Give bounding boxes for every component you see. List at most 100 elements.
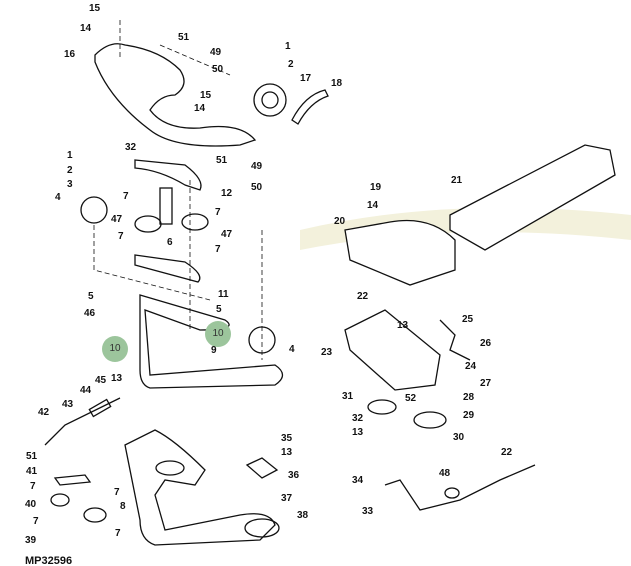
belt-guide-18: [291, 89, 329, 125]
callout-number: 7: [114, 487, 120, 498]
nut-48: [444, 487, 460, 499]
callout-number: 38: [297, 510, 309, 521]
callout-number: 14: [367, 200, 379, 211]
callout-number: 7: [33, 516, 39, 527]
callout-number: 20: [334, 216, 346, 227]
callout-number: 7: [215, 207, 221, 218]
callout-number: 3: [67, 179, 73, 190]
cover-21: [449, 144, 616, 251]
idler-bracket: [134, 159, 202, 191]
callout-number: 5: [216, 304, 222, 315]
callout-number: 49: [251, 161, 263, 172]
callout-number: 18: [331, 78, 343, 89]
callout-number: 17: [300, 73, 312, 84]
callout-number: 7: [215, 244, 221, 255]
callout-number: 7: [118, 231, 124, 242]
callout-number: 15: [89, 3, 101, 14]
deck-bracket: [124, 429, 276, 546]
spring-44: [88, 398, 112, 418]
pulley-38: [244, 518, 280, 538]
callout-number: 1: [67, 150, 73, 161]
callout-number: 16: [64, 49, 76, 60]
callout-number: 22: [357, 291, 369, 302]
arm-41: [53, 474, 92, 486]
callout-number: 51: [178, 32, 190, 43]
callout-number: 4: [289, 344, 295, 355]
lower-bracket-11: [134, 254, 201, 283]
callout-highlighted: 10: [205, 321, 231, 347]
callout-number: 37: [281, 493, 293, 504]
callout-number: 27: [480, 378, 492, 389]
callout-number: 32: [125, 142, 137, 153]
callout-number: 47: [111, 214, 123, 225]
callout-number: 21: [451, 175, 463, 186]
callout-number: 24: [465, 361, 477, 372]
callout-number: 6: [167, 237, 173, 248]
callout-number: 39: [25, 535, 37, 546]
callout-number: 25: [462, 314, 474, 325]
callout-number: 26: [480, 338, 492, 349]
callout-number: 7: [115, 528, 121, 539]
callout-number: 13: [281, 447, 293, 458]
callout-number: 52: [405, 393, 417, 404]
callout-number: 11: [218, 289, 229, 300]
callout-number: 23: [321, 347, 333, 358]
idler-47-right: [181, 213, 209, 231]
callout-number: 32: [352, 413, 364, 424]
callout-number: 35: [281, 433, 293, 444]
rod-34: [384, 464, 536, 511]
callout-number: 51: [216, 155, 228, 166]
callout-number: 44: [80, 385, 92, 396]
callout-number: 2: [288, 59, 294, 70]
pulley-29: [413, 411, 447, 429]
diagram-code: MP32596: [25, 555, 73, 566]
spring-rod-42: [44, 397, 121, 446]
spring-26: [439, 319, 471, 361]
callout-number: 13: [352, 427, 364, 438]
callout-number: 13: [397, 320, 409, 331]
callout-number: 8: [120, 501, 126, 512]
shield-20: [344, 219, 456, 286]
callout-number: 2: [67, 165, 73, 176]
callout-number: 47: [221, 229, 233, 240]
callout-number: 31: [342, 391, 354, 402]
bracket-36: [245, 457, 279, 479]
callout-number: 7: [30, 481, 36, 492]
callout-number: 19: [370, 182, 382, 193]
callout-number: 51: [26, 451, 38, 462]
callout-number: 50: [251, 182, 263, 193]
callout-number: 14: [194, 103, 206, 114]
idler-40: [50, 493, 70, 507]
callout-number: 48: [439, 468, 451, 479]
callout-number: 49: [210, 47, 222, 58]
pulley-17: [253, 83, 287, 117]
callout-number: 13: [111, 373, 123, 384]
callout-number: 15: [200, 90, 212, 101]
callout-number: 5: [88, 291, 94, 302]
callout-number: 34: [352, 475, 364, 486]
spacer-6: [159, 187, 173, 225]
callout-number: 40: [25, 499, 37, 510]
callout-number: 41: [26, 466, 38, 477]
pulley-4-upper: [80, 196, 108, 224]
idler-47-left: [134, 215, 162, 233]
callout-number: 22: [501, 447, 513, 458]
callout-number: 50: [212, 64, 224, 75]
callout-number: 1: [285, 41, 291, 52]
pulley-31: [367, 399, 397, 415]
callout-number: 30: [453, 432, 465, 443]
callout-number: 45: [95, 375, 107, 386]
callout-number: 42: [38, 407, 50, 418]
callout-number: 43: [62, 399, 74, 410]
assembly-lines: [93, 20, 263, 360]
callout-number: 28: [463, 392, 475, 403]
callout-number: 46: [84, 308, 96, 319]
belt-shield: [94, 43, 257, 147]
callout-number: 36: [288, 470, 300, 481]
callout-number: 33: [362, 506, 374, 517]
idler-8: [83, 507, 107, 523]
callout-number: 4: [55, 192, 61, 203]
callout-number: 9: [211, 345, 217, 356]
